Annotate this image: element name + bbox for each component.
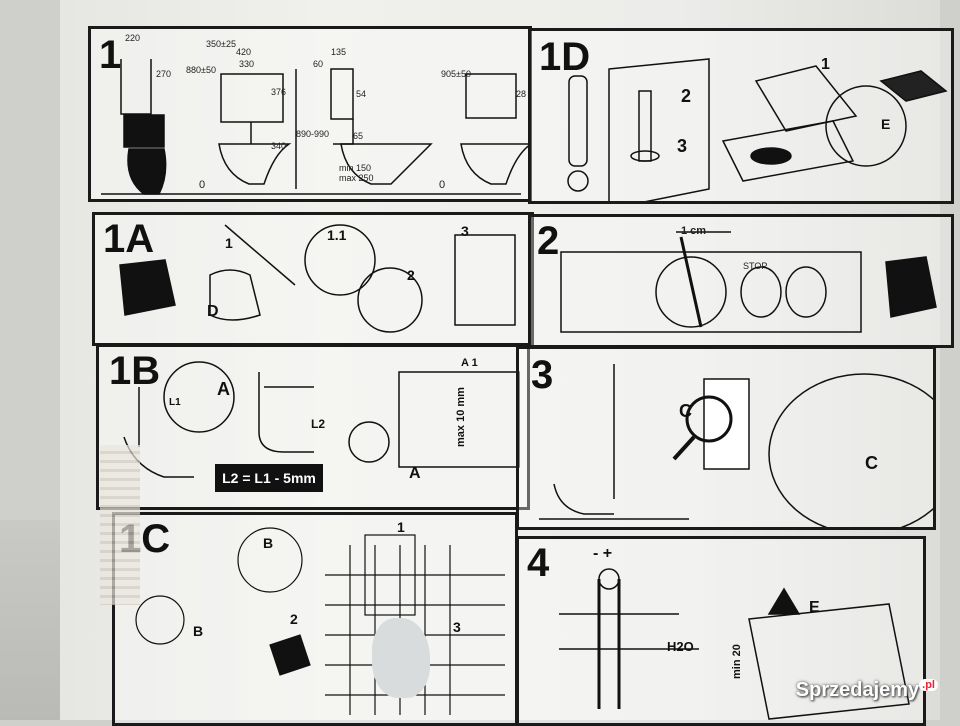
callout-minus-plus: - + <box>593 545 613 562</box>
flush-valve-drawing <box>567 58 948 201</box>
dim-340: 340 <box>271 141 287 151</box>
overflow-pipe-drawing <box>123 361 520 478</box>
callout-D: D <box>207 303 219 320</box>
callout-3: 3 <box>461 223 469 239</box>
torn-cardboard-edge <box>100 445 140 605</box>
dim-330: 330 <box>239 59 255 69</box>
panel-1c: 1C B B 1 2 3 <box>112 512 518 726</box>
dim-880: 880±50 <box>186 65 216 75</box>
dim-60: 60 <box>313 59 324 69</box>
toilet-dimension-drawing <box>101 59 529 195</box>
cardboard-box-face <box>60 0 940 720</box>
callout-L1: L1 <box>169 397 181 408</box>
callout-1: 1 <box>397 519 405 535</box>
callout-2: 2 <box>681 86 692 106</box>
dim-270: 270 <box>156 69 172 79</box>
callout-A1: A 1 <box>461 357 478 369</box>
callout-min-20: min 20 <box>731 644 743 679</box>
dim-zero-1: 0 <box>199 179 206 191</box>
dim-28: 28 <box>516 89 527 99</box>
torn-cardboard-patch <box>372 618 430 698</box>
panel-2: 2 1 cm STOP <box>528 214 954 348</box>
panel-label: 4 <box>527 541 550 585</box>
dim-65: 65 <box>353 131 364 141</box>
dim-376: 376 <box>271 87 287 97</box>
dim-220: 220 <box>125 33 141 43</box>
panel-3: 3 C C <box>516 346 936 530</box>
dim-135: 135 <box>331 47 347 57</box>
watermark-tld: .pl <box>919 679 938 691</box>
callout-2: 2 <box>290 611 298 627</box>
callout-A: A <box>217 379 230 399</box>
callout-2: 2 <box>407 267 415 283</box>
site-watermark: Sprzedajemy.pl <box>796 679 938 702</box>
mounting-drawing <box>119 224 516 333</box>
formula-text: L2 = L1 - 5mm <box>222 470 316 486</box>
callout-1: 1 <box>225 235 233 251</box>
watermark-brand: Sprzedajemy <box>795 679 920 701</box>
panel-label: 1 <box>99 33 122 77</box>
callout-1-1: 1.1 <box>327 227 347 243</box>
callout-B-2: B <box>193 623 204 639</box>
callout-B: B <box>263 535 274 551</box>
button-adjust-drawing <box>560 231 937 333</box>
fill-valve-drawing <box>559 568 910 720</box>
dim-420: 420 <box>236 47 252 57</box>
callout-A-2: A <box>409 465 421 482</box>
dim-zero-2: 0 <box>439 179 446 191</box>
callout-max-10mm: max 10 mm <box>455 387 467 447</box>
callout-E: E <box>881 116 891 132</box>
panel-label: 1D <box>539 35 591 79</box>
dim-905: 905±50 <box>441 69 471 79</box>
panel-1a: 1A 1 1.1 2 3 D <box>92 212 534 346</box>
pipe-height-drawing <box>539 364 933 527</box>
callout-L2: L2 <box>311 417 326 431</box>
callout-1: 1 <box>821 56 830 73</box>
formula-label: L2 = L1 - 5mm <box>215 464 323 492</box>
dim-350: 350±25 <box>206 39 236 49</box>
callout-E: E <box>809 599 820 616</box>
panel-4: 4 - + H2O E min 20 <box>516 536 926 726</box>
panel-label: 1A <box>103 217 155 261</box>
panel-1: 1 220 270 350±25 420 330 880±50 <box>88 26 532 202</box>
callout-h2o: H2O <box>667 639 694 654</box>
panel-1d: 1D 2 3 1 E <box>528 28 954 204</box>
panel-label: 1B <box>109 349 161 393</box>
panel-label: 3 <box>531 353 554 397</box>
dim-max250: max 250 <box>339 173 374 183</box>
callout-3: 3 <box>677 136 688 156</box>
dim-min150: min 150 <box>339 163 372 173</box>
dim-890: 890-990 <box>296 129 330 139</box>
dim-54: 54 <box>356 89 367 99</box>
wall-mount-drawing <box>135 527 505 715</box>
callout-C-2: C <box>865 453 878 473</box>
callout-C: C <box>679 401 692 421</box>
panel-label: 2 <box>537 219 560 263</box>
callout-stop: STOP <box>743 261 768 271</box>
callout-1cm: 1 cm <box>681 225 707 237</box>
callout-3: 3 <box>453 619 461 635</box>
